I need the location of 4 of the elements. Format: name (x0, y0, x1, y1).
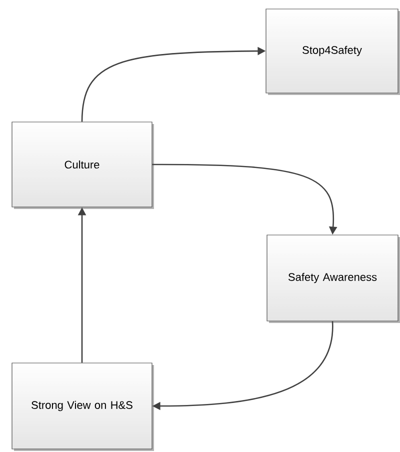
process-box: Strong View on H&S (12, 362, 154, 451)
process-box: Safety Awareness (266, 234, 400, 323)
process-box: Stop4Safety (266, 8, 400, 95)
process-box: Culture (12, 122, 154, 209)
